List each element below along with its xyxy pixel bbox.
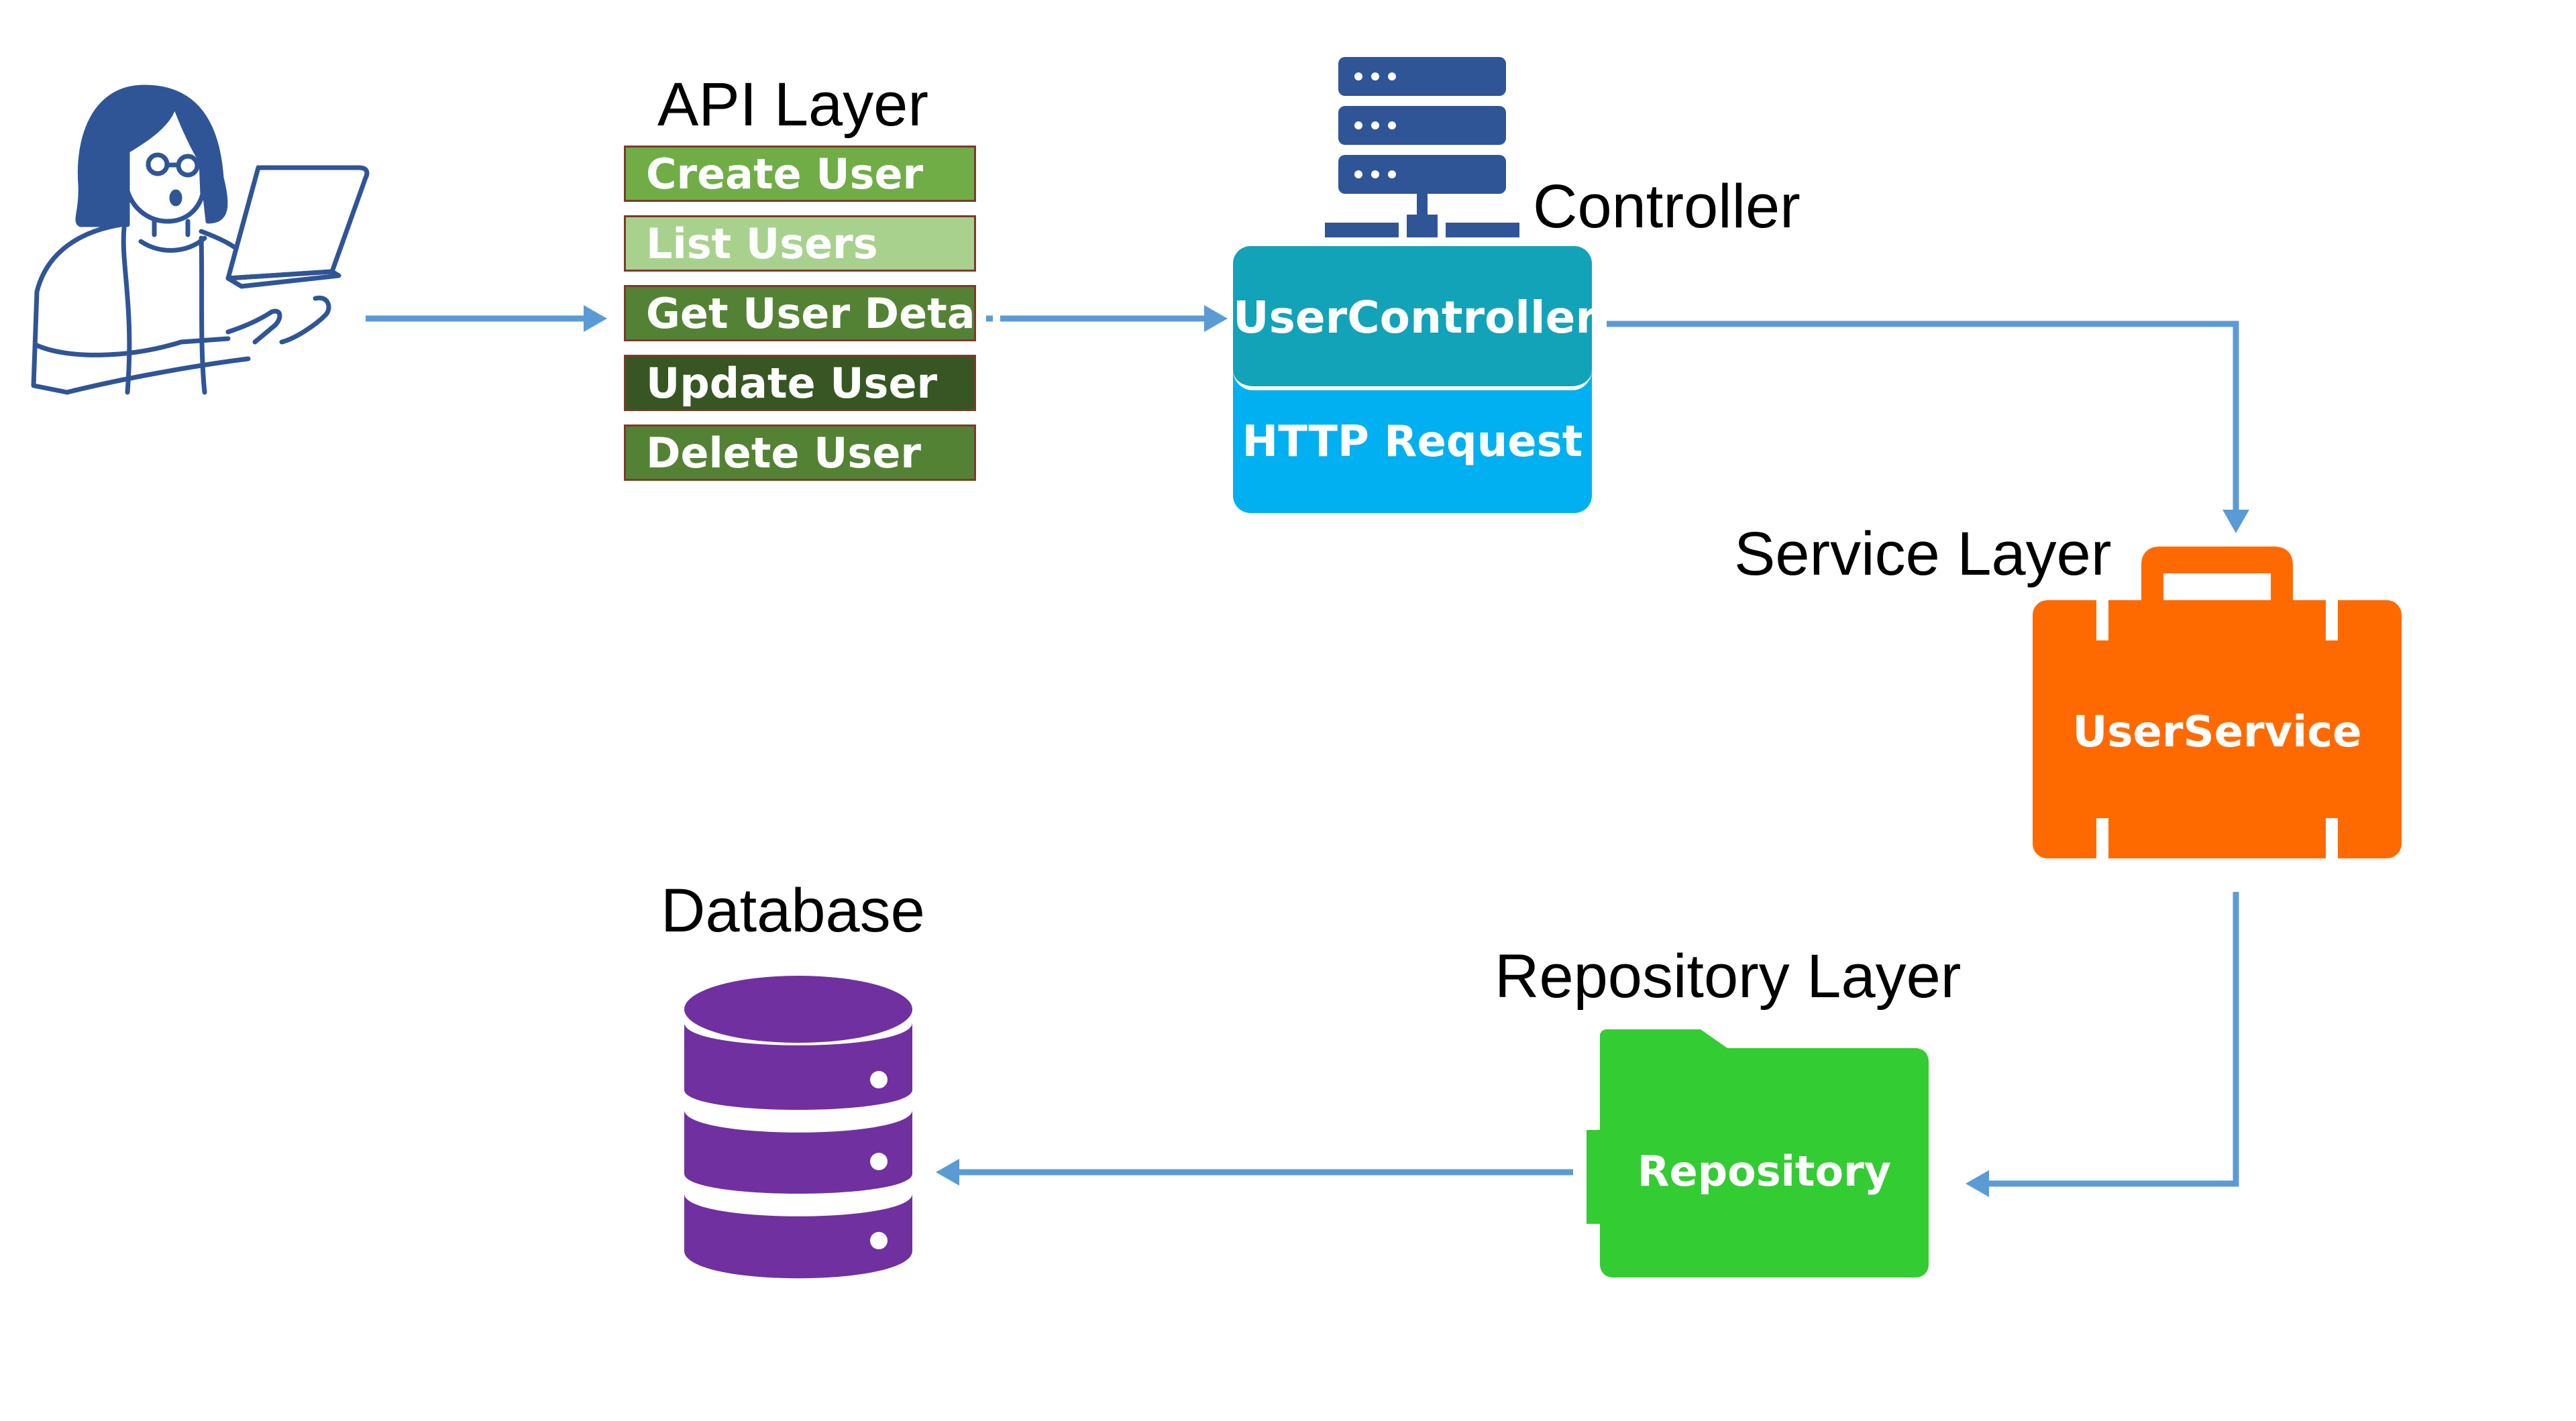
arrow-controller-to-service <box>1607 321 2239 510</box>
http-request-box <box>1233 372 1592 513</box>
controller-title: Controller <box>1533 172 1801 241</box>
server-icon <box>1325 57 1519 237</box>
api-item-delete-user[interactable]: Delete User <box>624 424 976 481</box>
api-layer-title: API Layer <box>657 70 928 139</box>
database-icon <box>684 976 912 1279</box>
user-controller-box <box>1233 246 1592 390</box>
briefcase-icon <box>2033 547 2402 858</box>
folder-icon <box>1587 1029 1929 1277</box>
service-layer-title: Service Layer <box>1734 520 2112 588</box>
repository-layer-title: Repository Layer <box>1495 942 1962 1011</box>
database-title: Database <box>661 876 925 945</box>
repository-label: Repository <box>1637 1147 1892 1196</box>
api-item-create-user[interactable]: Create User <box>624 146 976 202</box>
api-item-update-user[interactable]: Update User <box>624 355 976 411</box>
arrow-service-to-repository <box>1989 892 2239 1187</box>
user-laptop-icon <box>31 84 370 395</box>
user-service-label: UserService <box>2072 707 2362 757</box>
api-item-list-users[interactable]: List Users <box>624 215 976 272</box>
api-item-get-user-detail[interactable]: Get User Detail <box>624 285 1004 341</box>
http-request-label: HTTP Request <box>1242 417 1583 467</box>
user-controller-label: UserController <box>1233 292 1597 343</box>
